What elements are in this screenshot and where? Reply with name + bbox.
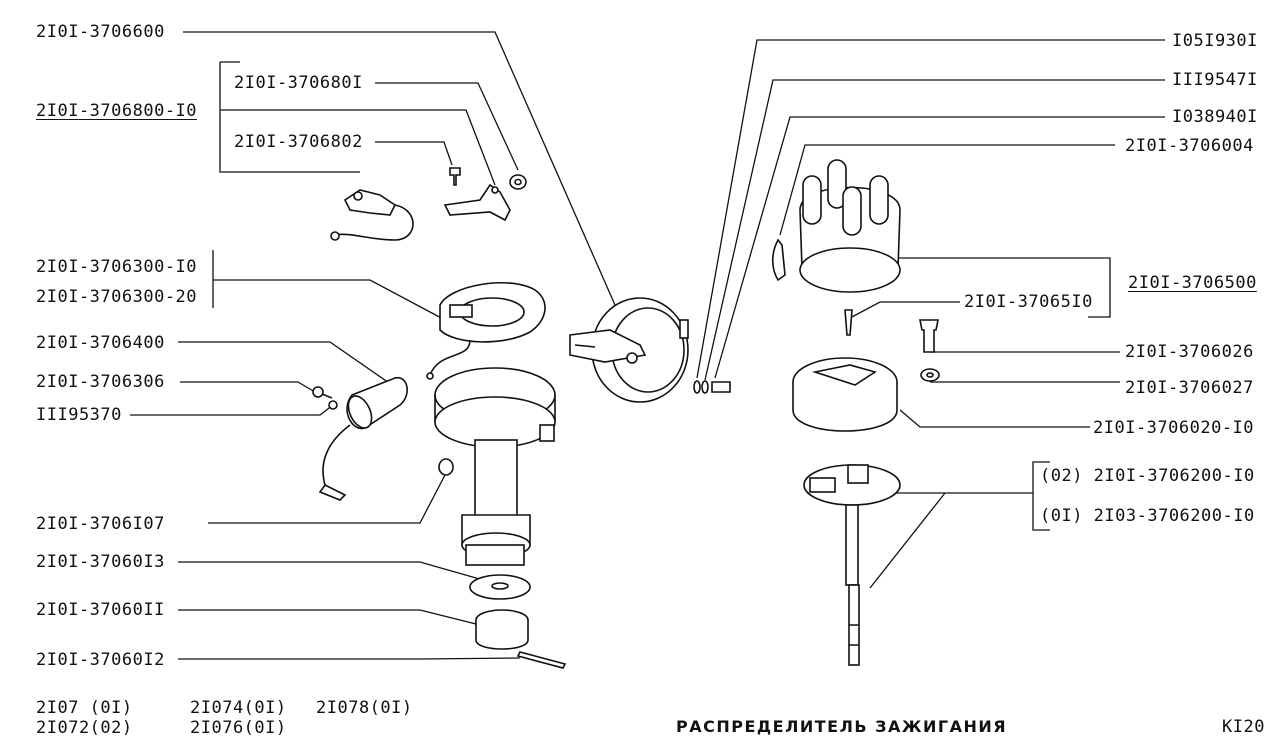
label-2101-3706004: 2I0I-3706004	[1125, 136, 1254, 156]
label-2101-3706200-10: (02) 2I0I-3706200-I0	[1040, 466, 1255, 486]
model-code: 2I076(0I)	[190, 718, 287, 738]
label-2101-3706801: 2I0I-370680I	[234, 73, 363, 93]
page-code: KI20	[1222, 717, 1265, 737]
label-2101-3706306: 2I0I-3706306	[36, 372, 165, 392]
label-2101-3706011: 2I0I-37060II	[36, 600, 165, 620]
label-2101-3706510: 2I0I-37065I0	[964, 292, 1093, 312]
leader-lines	[130, 31, 1165, 660]
label-2101-3706500: 2I0I-3706500	[1128, 273, 1257, 293]
model-code: 2I078(0I)	[316, 698, 413, 718]
label-2101-3706600: 2I0I-3706600	[36, 22, 165, 42]
label-1038940: I038940I	[1172, 107, 1258, 127]
part-drawings	[312, 159, 940, 669]
label-2101-3706027: 2I0I-3706027	[1125, 378, 1254, 398]
label-2101-3706107: 2I0I-3706I07	[36, 514, 165, 534]
label-2101-3706800-10: 2I0I-3706800-I0	[36, 101, 198, 121]
label-2101-3706400: 2I0I-3706400	[36, 333, 165, 353]
model-code: 2I07 (0I)	[36, 698, 133, 718]
model-code: 2I074(0I)	[190, 698, 287, 718]
label-2101-3706300-10: 2I0I-3706300-I0	[36, 257, 198, 277]
label-10519301: I05I930I	[1172, 31, 1258, 51]
label-2101-3706020-10: 2I0I-3706020-I0	[1093, 418, 1255, 438]
label-2101-3706012: 2I0I-37060I2	[36, 650, 165, 670]
label-2101-3706013: 2I0I-37060I3	[36, 552, 165, 572]
label-1119547: III9547I	[1172, 70, 1258, 90]
model-code: 2I072(02)	[36, 718, 133, 738]
diagram-title: РАСПРЕДЕЛИТЕЛЬ ЗАЖИГАНИЯ	[676, 717, 1008, 736]
label-2101-3706300-20: 2I0I-3706300-20	[36, 287, 198, 307]
label-2101-3706802: 2I0I-3706802	[234, 132, 363, 152]
label-2103-3706200-10: (0I) 2I03-3706200-I0	[1040, 506, 1255, 526]
label-11195370: III95370	[36, 405, 122, 425]
label-2101-3706026: 2I0I-3706026	[1125, 342, 1254, 362]
